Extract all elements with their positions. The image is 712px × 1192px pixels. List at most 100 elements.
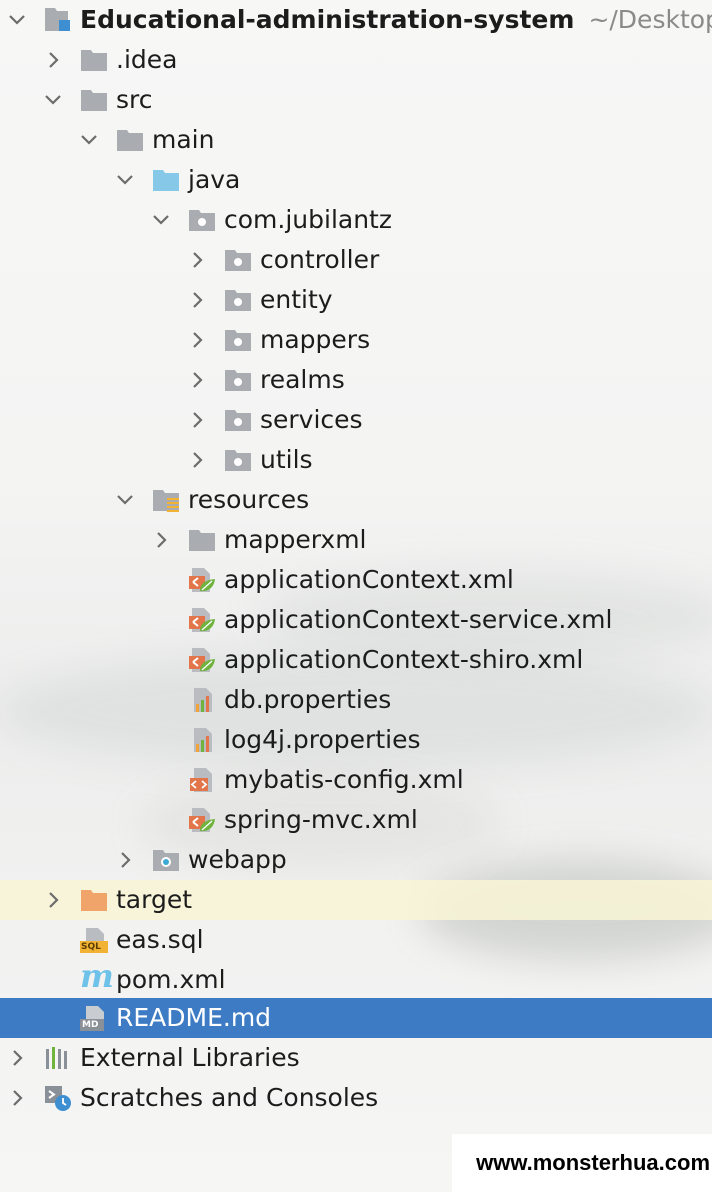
tree-row-mapperxml[interactable]: mapperxml	[0, 520, 712, 560]
tree-item-label: main	[152, 125, 215, 154]
tree-row-applicationcontext-shiro[interactable]: applicationContext-shiro.xml	[0, 640, 712, 680]
folder-icon	[188, 527, 216, 553]
chevron-down-icon[interactable]	[150, 209, 172, 231]
package-icon	[224, 287, 252, 313]
tree-item-label: External Libraries	[80, 1043, 300, 1072]
package-icon	[224, 367, 252, 393]
chevron-right-icon[interactable]	[186, 409, 208, 431]
spring-xml-file-icon	[188, 807, 216, 833]
folder-icon	[80, 87, 108, 113]
scratches-icon	[44, 1085, 72, 1111]
tree-row-log4j-properties[interactable]: log4j.properties	[0, 720, 712, 760]
tree-item-label: target	[116, 885, 193, 914]
tree-row-applicationcontext-service[interactable]: applicationContext-service.xml	[0, 600, 712, 640]
tree-item-label: resources	[188, 485, 310, 514]
tree-item-label: Scratches and Consoles	[80, 1083, 379, 1112]
tree-row-mappers[interactable]: mappers	[0, 320, 712, 360]
chevron-down-icon[interactable]	[42, 89, 64, 111]
tree-item-label: webapp	[188, 845, 287, 874]
package-icon	[224, 407, 252, 433]
chevron-down-icon[interactable]	[114, 169, 136, 191]
chevron-right-icon[interactable]	[150, 529, 172, 551]
folder-icon	[80, 47, 108, 73]
tree-item-label: applicationContext.xml	[224, 565, 514, 594]
tree-item-label: controller	[260, 245, 380, 274]
chevron-right-icon[interactable]	[6, 1047, 28, 1069]
module-folder-icon	[44, 7, 72, 33]
tree-item-label: realms	[260, 365, 345, 394]
tree-row-readme[interactable]: MD README.md	[0, 998, 712, 1038]
spring-xml-file-icon	[188, 647, 216, 673]
properties-file-icon	[188, 727, 216, 753]
tree-row-src[interactable]: src	[0, 80, 712, 120]
tree-row-resources[interactable]: resources	[0, 480, 712, 520]
package-icon	[224, 247, 252, 273]
watermark: www.monsterhua.com	[452, 1134, 712, 1192]
tree-row-pom[interactable]: m pom.xml	[0, 958, 712, 1000]
tree-item-label: log4j.properties	[224, 725, 421, 754]
tree-row-package[interactable]: com.jubilantz	[0, 200, 712, 240]
package-icon	[224, 447, 252, 473]
tree-row-entity[interactable]: entity	[0, 280, 712, 320]
tree-row-external-libraries[interactable]: External Libraries	[0, 1038, 712, 1078]
project-path: ~/Desktop/	[588, 5, 712, 34]
sql-file-icon: SQL	[80, 927, 108, 953]
tree-row-target[interactable]: target	[0, 880, 712, 920]
tree-row-spring-mvc[interactable]: spring-mvc.xml	[0, 800, 712, 840]
chevron-down-icon[interactable]	[78, 129, 100, 151]
tree-item-label: pom.xml	[116, 965, 226, 994]
tree-item-label: README.md	[116, 1003, 272, 1032]
tree-item-label: mapperxml	[224, 525, 367, 554]
sql-badge: SQL	[81, 942, 101, 952]
tree-row-services[interactable]: services	[0, 400, 712, 440]
package-icon	[188, 207, 216, 233]
tree-item-label: eas.sql	[116, 925, 204, 954]
tree-row-webapp[interactable]: webapp	[0, 840, 712, 880]
chevron-right-icon[interactable]	[186, 329, 208, 351]
chevron-down-icon[interactable]	[6, 9, 28, 31]
maven-icon: m	[80, 958, 114, 994]
chevron-down-icon[interactable]	[114, 489, 136, 511]
tree-item-label: entity	[260, 285, 333, 314]
tree-item-label: java	[188, 165, 241, 194]
tree-item-label: mybatis-config.xml	[224, 765, 464, 794]
tree-item-label: src	[116, 85, 153, 114]
tree-row-controller[interactable]: controller	[0, 240, 712, 280]
tree-row-mybatis-config[interactable]: mybatis-config.xml	[0, 760, 712, 800]
spring-xml-file-icon	[188, 567, 216, 593]
chevron-right-icon[interactable]	[186, 249, 208, 271]
tree-row-project-root[interactable]: Educational-administration-system~/Deskt…	[0, 0, 712, 40]
tree-row-utils[interactable]: utils	[0, 440, 712, 480]
chevron-right-icon[interactable]	[114, 849, 136, 871]
md-badge: MD	[82, 1020, 99, 1030]
tree-row-idea[interactable]: .idea	[0, 40, 712, 80]
package-icon	[224, 327, 252, 353]
chevron-right-icon[interactable]	[42, 49, 64, 71]
tree-row-applicationcontext[interactable]: applicationContext.xml	[0, 560, 712, 600]
chevron-right-icon[interactable]	[6, 1087, 28, 1109]
tree-row-eas-sql[interactable]: SQL eas.sql	[0, 920, 712, 960]
maven-letter: m	[80, 957, 114, 995]
excluded-folder-icon	[80, 887, 108, 913]
tree-item-label: .idea	[116, 45, 178, 74]
chevron-right-icon[interactable]	[42, 889, 64, 911]
tree-row-scratches[interactable]: Scratches and Consoles	[0, 1078, 712, 1118]
tree-item-label: mappers	[260, 325, 371, 354]
tree-item-label: utils	[260, 445, 313, 474]
tree-row-java[interactable]: java	[0, 160, 712, 200]
watermark-text: www.monsterhua.com	[476, 1150, 710, 1175]
tree-item-label: applicationContext-shiro.xml	[224, 645, 584, 674]
tree-item-label: applicationContext-service.xml	[224, 605, 613, 634]
tree-item-label: services	[260, 405, 363, 434]
web-folder-icon	[152, 847, 180, 873]
chevron-right-icon[interactable]	[186, 449, 208, 471]
libraries-icon	[44, 1045, 72, 1071]
tree-row-db-properties[interactable]: db.properties	[0, 680, 712, 720]
chevron-right-icon[interactable]	[186, 369, 208, 391]
chevron-right-icon[interactable]	[186, 289, 208, 311]
tree-row-main[interactable]: main	[0, 120, 712, 160]
tree-row-realms[interactable]: realms	[0, 360, 712, 400]
tree-item-label: spring-mvc.xml	[224, 805, 418, 834]
tree-item-label: com.jubilantz	[224, 205, 392, 234]
